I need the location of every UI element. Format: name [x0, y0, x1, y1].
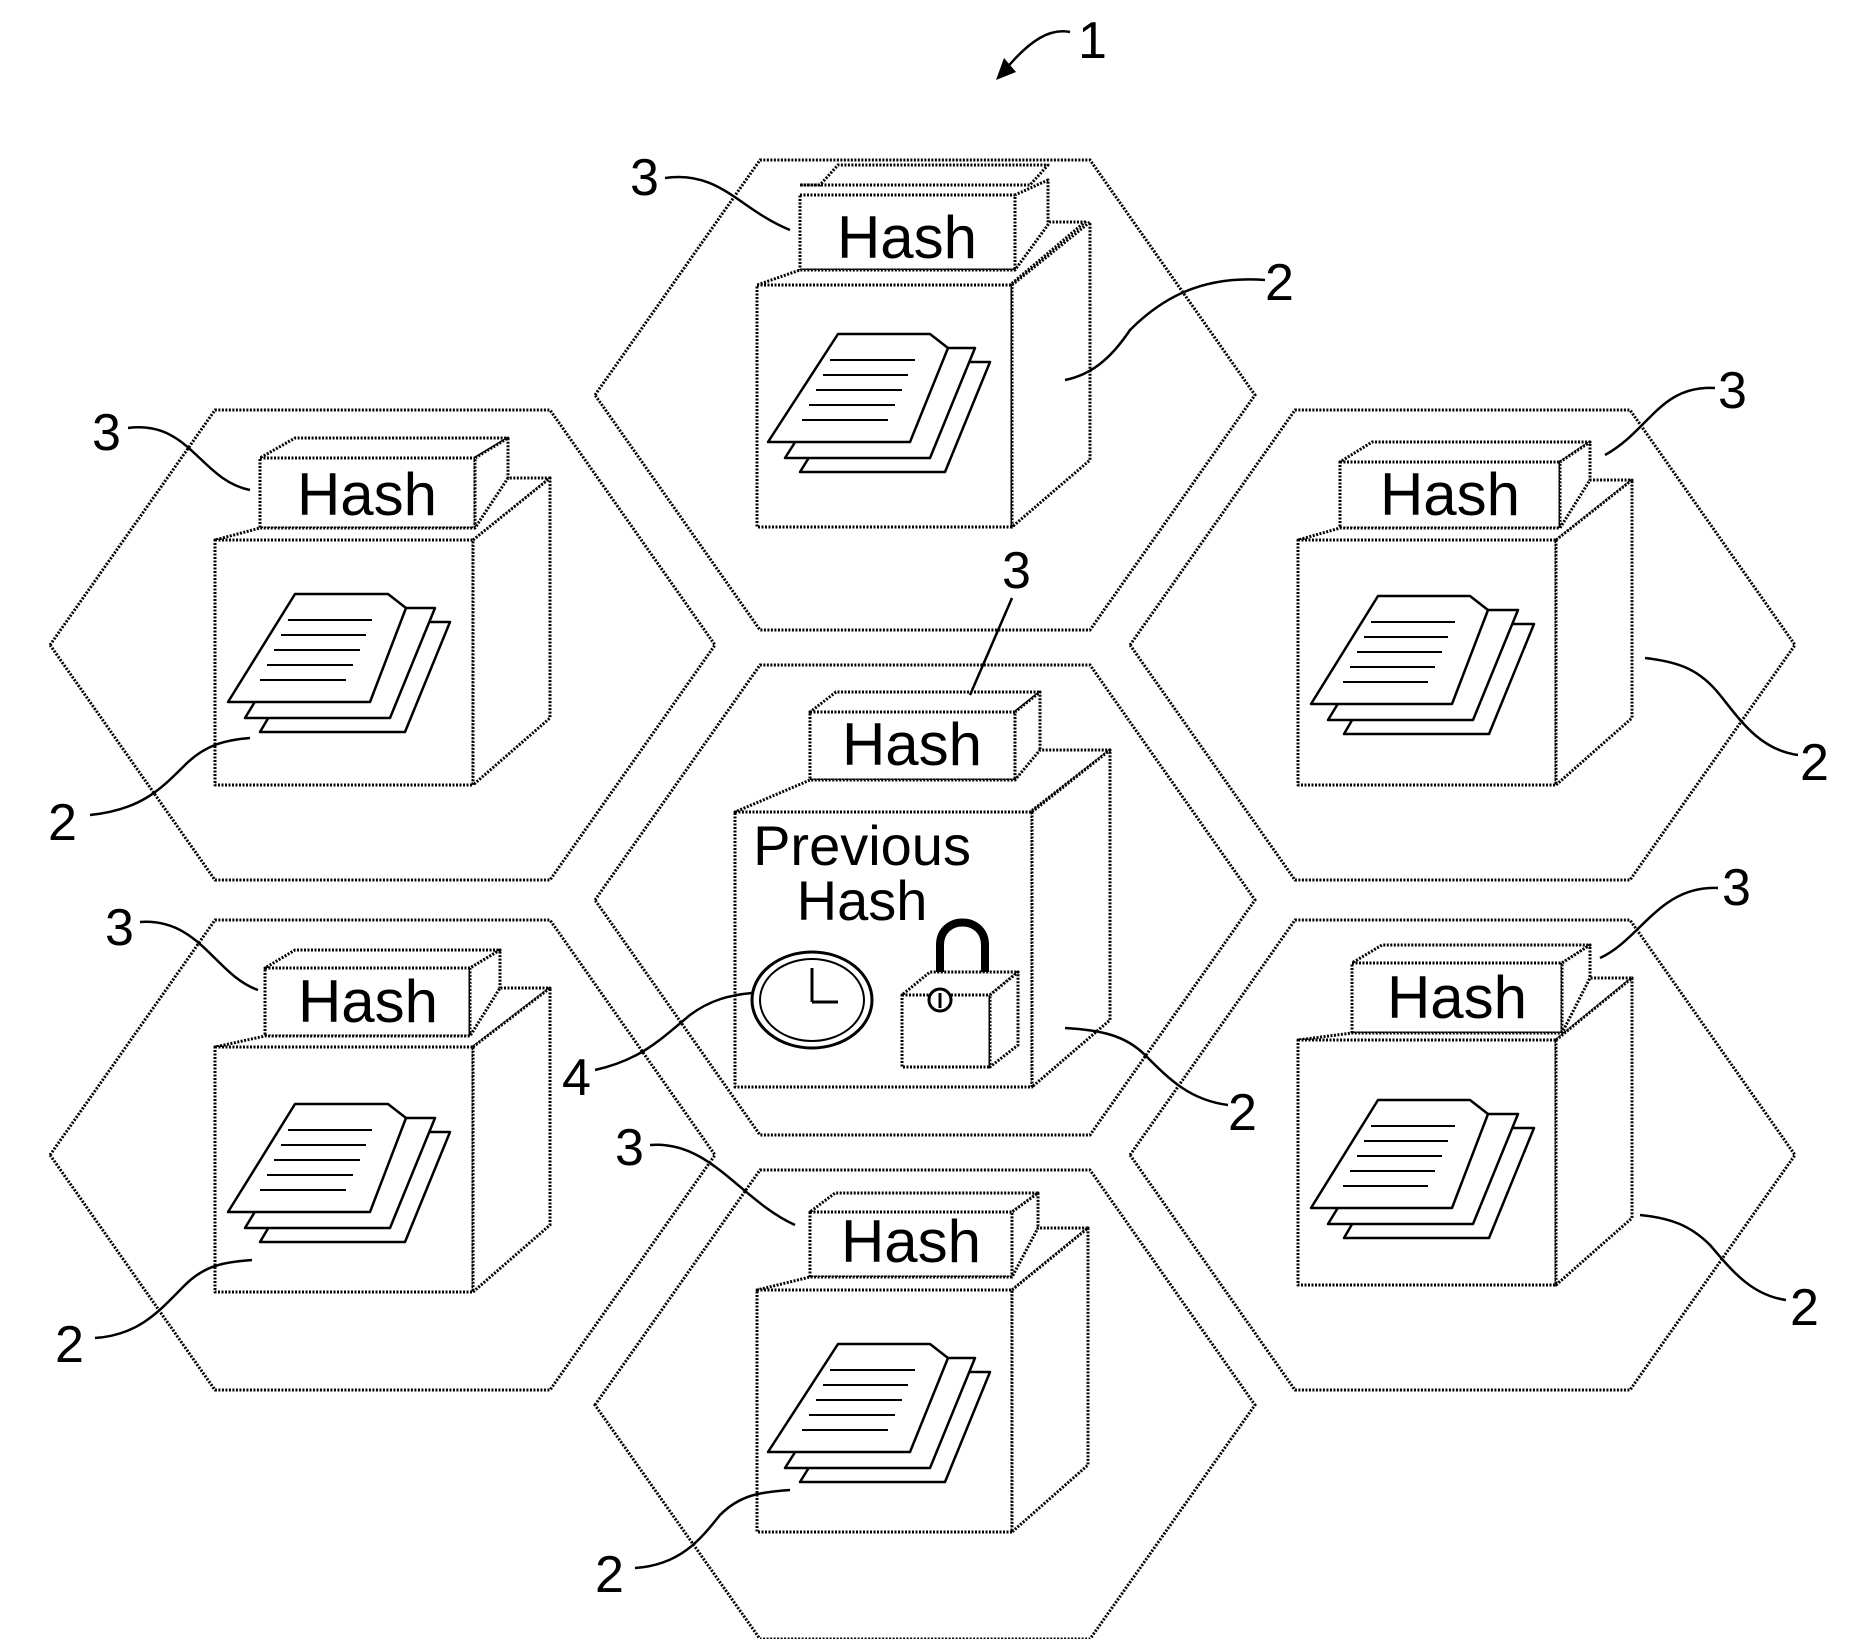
block-upper-left: Hash 3 2 [48, 404, 715, 880]
hash-header-top [260, 438, 508, 458]
hash-leader-line [1600, 888, 1718, 958]
hash-reference-number: 3 [1002, 542, 1031, 600]
hash-leader-line [1605, 388, 1715, 455]
clock-reference-number: 4 [562, 1049, 591, 1107]
block-reference-number: 2 [1228, 1084, 1257, 1142]
hash-reference-number: 3 [92, 404, 121, 462]
hash-reference-number: 3 [630, 149, 659, 207]
hash-header: Hash [260, 438, 508, 528]
hash-header: Hash [810, 692, 1040, 780]
block-reference-number: 2 [48, 794, 77, 852]
hash-leader-line [140, 922, 258, 990]
hash-label: Hash [1387, 964, 1527, 1031]
hash-leader-line [970, 598, 1012, 695]
hash-label: Hash [1380, 461, 1520, 528]
hash-label: Hash [841, 1208, 981, 1275]
block-bottom: Hash 3 2 [595, 1119, 1255, 1639]
hash-header-top [1352, 945, 1590, 963]
hash-header: Hash [1352, 945, 1590, 1033]
block-reference-number: 2 [595, 1546, 624, 1604]
hash-leader-line [650, 1145, 795, 1225]
hash-leader-line [128, 427, 250, 490]
hash-header-top [800, 165, 1048, 185]
previous-hash-line2: Hash [797, 869, 928, 932]
figure-ref-label: 1 [1078, 12, 1107, 70]
hash-header: Hash [800, 165, 1048, 271]
hash-header-top [1340, 442, 1590, 462]
hash-label: Hash [298, 968, 438, 1035]
block-leader-line [1065, 1028, 1228, 1105]
figure-reference: 1 [996, 12, 1107, 80]
hash-label: Hash [837, 204, 977, 271]
hash-reference-number: 3 [1722, 859, 1751, 917]
block-center: Hash Previous Hash 3 4 2 [562, 542, 1257, 1142]
hash-reference-number: 3 [1718, 362, 1747, 420]
hash-label: Hash [842, 711, 982, 778]
block-upper-right: Hash 3 2 [1130, 362, 1829, 880]
previous-hash-line1: Previous [753, 814, 971, 877]
block-reference-number: 2 [1265, 254, 1294, 312]
hash-header: Hash [265, 950, 500, 1036]
hash-header-top [810, 692, 1040, 712]
hash-header-top [265, 950, 500, 968]
hash-label: Hash [297, 461, 437, 528]
clock-leader-line [595, 993, 752, 1070]
hash-header: Hash [810, 1193, 1038, 1277]
block-leader-line [1640, 1215, 1786, 1300]
block-reference-number: 2 [55, 1316, 84, 1374]
hash-reference-number: 3 [105, 899, 134, 957]
figure-ref-arrow-line [1005, 31, 1070, 70]
hash-header: Hash [1340, 442, 1590, 528]
block-reference-number: 2 [1800, 734, 1829, 792]
block-top: Hash 3 2 [595, 149, 1294, 630]
hash-reference-number: 3 [615, 1119, 644, 1177]
block-reference-number: 2 [1790, 1279, 1819, 1337]
clock-icon [752, 952, 872, 1048]
hash-leader-line [665, 177, 790, 230]
